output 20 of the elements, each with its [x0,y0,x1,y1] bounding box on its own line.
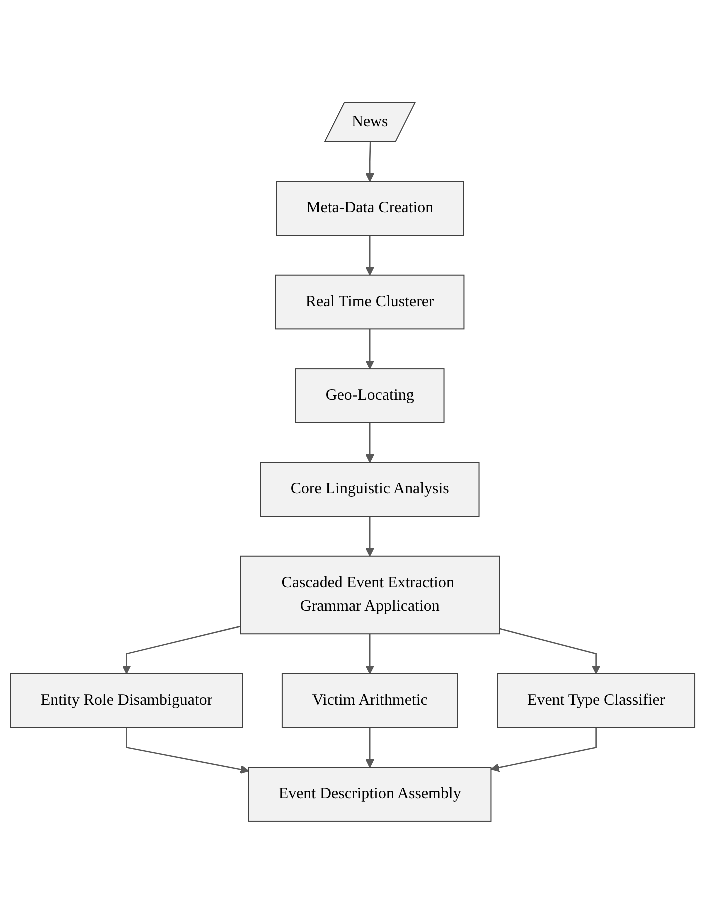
arrow [366,634,374,674]
arrow [366,235,374,276]
arrow [490,728,597,772]
node-box: Core Linguistic Analysis [260,462,480,517]
node-box: Cascaded Event Extraction Grammar Application [240,556,500,634]
arrow [499,628,601,674]
node-box: Real Time Clusterer [275,274,465,330]
arrow [366,728,374,768]
node-box: Meta-Data Creation [276,180,464,236]
arrow [366,142,374,182]
node-box: Geo-Locating [295,368,445,424]
arrow [122,626,241,674]
node-box: Event Type Classifier [497,673,696,728]
arrow [366,328,374,370]
arrow [366,516,374,557]
node-box: Victim Arithmetic [282,673,458,728]
arrow [126,728,250,774]
node-box: Entity Role Disambiguator [10,673,244,728]
node-box: Event Description Assembly [248,766,492,822]
arrow [366,422,374,463]
